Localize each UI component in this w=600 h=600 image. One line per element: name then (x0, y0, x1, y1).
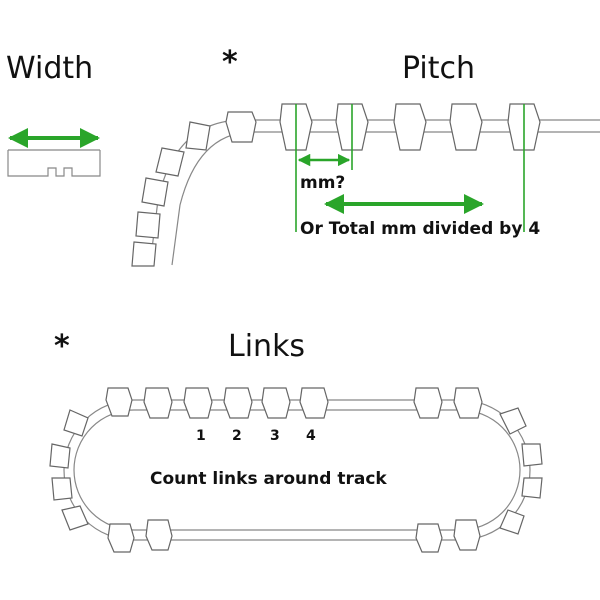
track-lug (413, 387, 443, 419)
links-instruction: Count links around track (150, 469, 387, 489)
pitch-track-inner (171, 131, 600, 266)
track-lug (49, 443, 71, 469)
track-lug (183, 387, 213, 419)
pitch-section: * Pitch mm? Or Total mm divid (131, 45, 600, 267)
track-lug (415, 523, 443, 553)
track-lug (223, 387, 253, 419)
link-number-2: 2 (232, 428, 242, 444)
track-lug (453, 519, 481, 551)
links-track-lugs (49, 387, 543, 553)
links-track-inner (73, 409, 521, 531)
track-lug (155, 147, 185, 177)
pitch-total-label: Or Total mm divided by 4 (300, 219, 540, 239)
track-lug (63, 409, 89, 437)
links-asterisk: * (54, 329, 70, 364)
track-lug (51, 477, 73, 501)
track-lug (225, 111, 257, 143)
track-lug (143, 387, 173, 419)
track-lug (61, 505, 89, 531)
track-lug (299, 387, 329, 419)
links-label: Links (228, 329, 305, 364)
track-lug (499, 407, 527, 435)
track-lug (185, 121, 211, 151)
track-lug (145, 519, 173, 551)
track-lug (393, 103, 427, 151)
track-lug (135, 211, 161, 239)
track-lug (449, 103, 483, 151)
pitch-asterisk: * (222, 45, 238, 80)
link-number-4: 4 (306, 428, 316, 444)
track-lug (499, 509, 525, 535)
width-section: Width (6, 51, 101, 177)
track-lug (131, 241, 157, 267)
track-lug (521, 477, 543, 499)
links-track-outer (63, 399, 531, 541)
track-lug (107, 523, 135, 553)
pitch-label: Pitch (402, 51, 475, 86)
width-label: Width (6, 51, 93, 86)
track-lug (141, 177, 169, 207)
link-number-1: 1 (196, 428, 206, 444)
pitch-mm-label: mm? (300, 173, 345, 193)
track-lug (105, 387, 133, 417)
track-lug (521, 443, 543, 467)
track-cross-section (7, 150, 101, 177)
track-lug (453, 387, 483, 419)
track-lug (261, 387, 291, 419)
link-number-3: 3 (270, 428, 280, 444)
links-section: * Links (49, 329, 543, 553)
